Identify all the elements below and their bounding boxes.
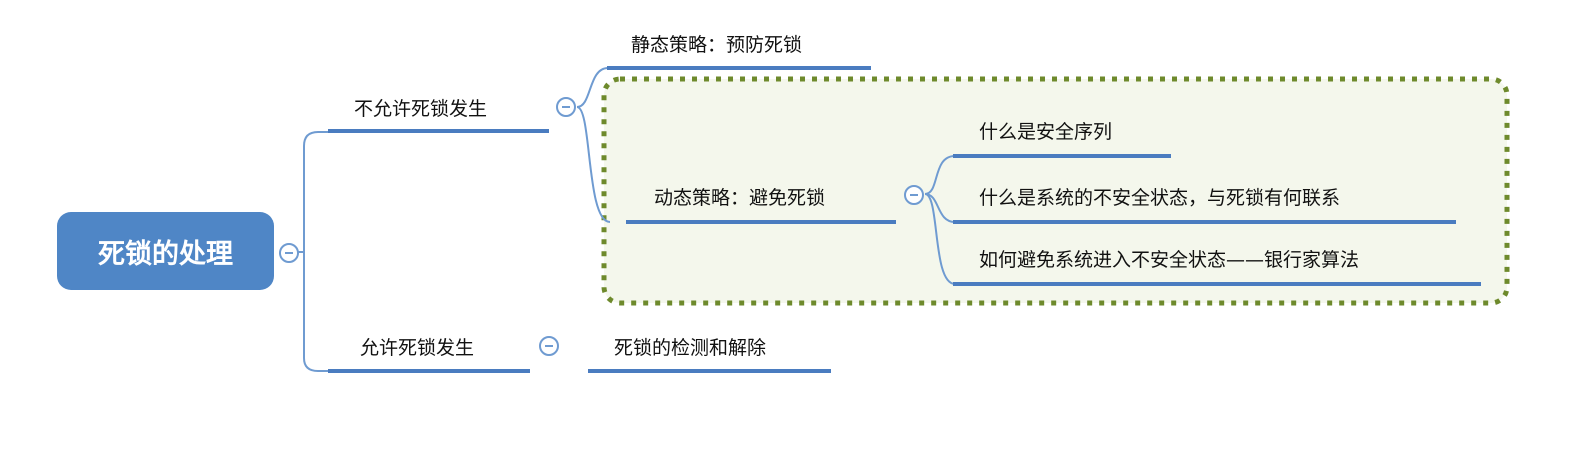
underline-safe-seq [953, 154, 1171, 158]
underline-unsafe [953, 220, 1456, 224]
root-label: 死锁的处理 [98, 238, 233, 270]
node-underlines [328, 66, 1481, 373]
safe-sequence-label[interactable]: 什么是安全序列 [979, 121, 1113, 143]
underline-static [607, 66, 871, 70]
underline-b2 [328, 369, 530, 373]
underline-banker [953, 282, 1481, 286]
banker-algorithm-label[interactable]: 如何避免系统进入不安全状态——银行家算法 [979, 249, 1360, 271]
collapse-dynamic-icon[interactable] [904, 185, 924, 205]
branch2-label[interactable]: 允许死锁发生 [360, 337, 475, 359]
dynamic-connectors [924, 155, 956, 285]
dynamic-strategy-label[interactable]: 动态策略：避免死锁 [654, 187, 826, 209]
collapse-branch2-icon[interactable] [539, 336, 559, 356]
highlight-box [601, 76, 1510, 306]
underline-dynamic [626, 220, 896, 224]
branch1-connectors [576, 67, 611, 223]
collapse-branch1-icon[interactable] [556, 97, 576, 117]
underline-b1 [328, 129, 549, 133]
root-connectors [296, 131, 329, 372]
static-strategy-label[interactable]: 静态策略：预防死锁 [631, 34, 803, 56]
collapse-root-icon[interactable] [279, 243, 299, 263]
underline-detect [588, 369, 831, 373]
unsafe-state-label[interactable]: 什么是系统的不安全状态，与死锁有何联系 [979, 187, 1341, 209]
root-node[interactable]: 死锁的处理 [57, 212, 274, 290]
branch1-label[interactable]: 不允许死锁发生 [354, 98, 488, 120]
detect-recover-label[interactable]: 死锁的检测和解除 [614, 337, 767, 359]
